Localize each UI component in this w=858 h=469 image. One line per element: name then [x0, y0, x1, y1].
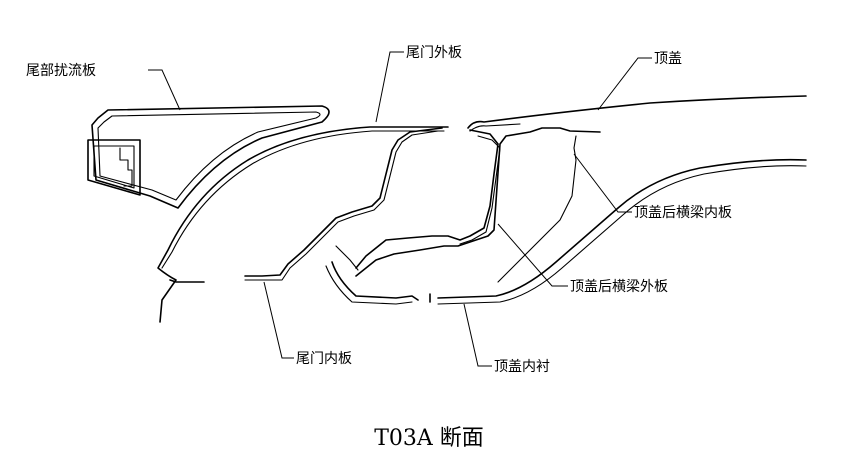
roof-rear-beam-inner-part	[355, 127, 601, 283]
leader-roof	[597, 57, 652, 111]
leader-roof-rear-beam-inner	[573, 153, 632, 213]
label-tailgate-outer: 尾门外板	[406, 45, 462, 61]
leader-lines	[148, 51, 652, 367]
leader-roof-rear-beam-outer	[497, 223, 568, 287]
leader-spoiler	[148, 69, 181, 111]
roof-part	[467, 95, 807, 132]
label-headliner: 顶盖内衬	[494, 359, 550, 375]
leader-headliner	[463, 303, 492, 367]
headliner-part	[325, 158, 807, 305]
leader-tailgate-outer	[375, 51, 404, 123]
label-spoiler: 尾部扰流板	[26, 63, 96, 79]
label-roof-rear-beam-outer: 顶盖后横梁外板	[570, 279, 668, 295]
tailgate-outer-part	[157, 126, 449, 323]
label-roof-rear-beam-inner: 顶盖后横梁内板	[634, 205, 732, 221]
label-roof: 顶盖	[654, 51, 682, 67]
roof-rear-beam-outer-part	[335, 129, 501, 271]
spoiler-part	[87, 105, 330, 209]
label-tailgate-inner: 尾门内板	[296, 351, 352, 367]
leader-tailgate-inner	[263, 281, 294, 359]
diagram-caption: T03A 断面	[374, 426, 484, 451]
tailgate-inner-part	[169, 127, 443, 283]
